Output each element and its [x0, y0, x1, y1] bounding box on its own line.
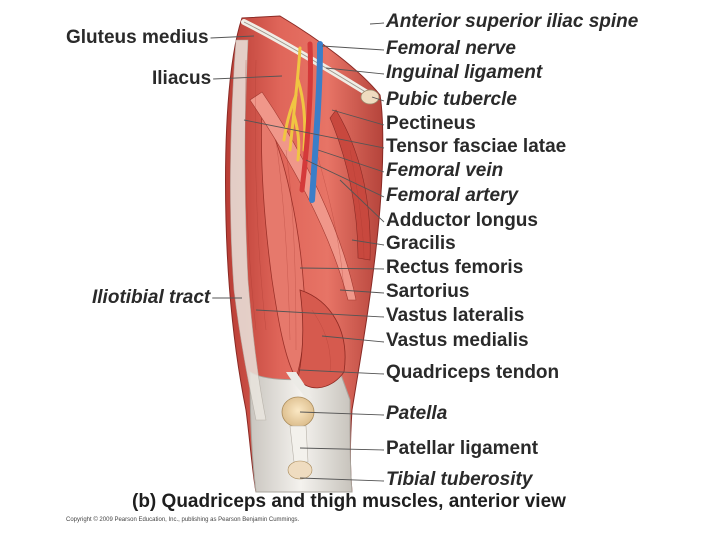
label-inguinal-ligament: Inguinal ligament	[386, 62, 543, 83]
label-adductor-longus: Adductor longus	[386, 210, 538, 231]
leader-line-rectus-femoris	[299, 267, 385, 270]
label-femoral-vein: Femoral vein	[386, 160, 504, 181]
label-pubic-tubercle: Pubic tubercle	[386, 89, 517, 110]
muscle-fibers	[245, 59, 365, 373]
femoral-vein-shape	[309, 41, 323, 203]
leader-line-sartorius	[339, 289, 385, 294]
label-gluteus-medius: Gluteus medius	[66, 27, 209, 48]
leader-line-patella	[299, 411, 385, 416]
label-rectus-femoris: Rectus femoris	[386, 257, 524, 278]
label-tibial-tuberosity: Tibial tuberosity	[386, 469, 533, 490]
adductor-shape	[329, 109, 371, 261]
sartorius-shape	[249, 91, 357, 301]
label-tensor-fasciae-latae: Tensor fasciae latae	[386, 136, 567, 157]
leader-line-gracilis	[351, 239, 385, 246]
copyright-notice: Copyright © 2009 Pearson Education, Inc.…	[66, 517, 300, 523]
leader-line-inguinal-ligament	[325, 67, 385, 75]
leader-line-anterior-superior-iliac-spine	[369, 22, 385, 25]
leader-line-iliacus	[213, 75, 283, 80]
leader-line-pubic-tubercle	[371, 96, 385, 102]
leader-line-tibial-tuberosity	[299, 477, 385, 482]
leader-line-pectineus	[331, 109, 385, 126]
leader-lines	[210, 22, 385, 482]
label-femoral-artery: Femoral artery	[386, 185, 519, 206]
leader-line-tensor-fasciae-latae	[243, 119, 385, 149]
leader-line-patellar-ligament	[299, 447, 385, 451]
leader-line-quadriceps-tendon	[299, 369, 385, 375]
label-patella: Patella	[386, 403, 448, 424]
quadriceps-tendon-shape	[286, 372, 312, 398]
leader-line-adductor-longus	[339, 179, 385, 223]
leader-line-femoral-artery	[305, 159, 385, 198]
pubic-tubercle-shape	[360, 89, 380, 105]
femoral-nerve-shape	[282, 46, 307, 162]
leader-line-vastus-medialis	[321, 335, 385, 343]
label-anterior-superior-iliac-spine: Anterior superior iliac spine	[386, 11, 639, 32]
femoral-artery-shape	[299, 41, 314, 193]
label-iliacus: Iliacus	[152, 68, 212, 89]
leader-line-gluteus-medius	[210, 35, 255, 39]
label-gracilis: Gracilis	[386, 233, 456, 254]
iliotibial-tract-shape	[230, 39, 267, 421]
label-sartorius: Sartorius	[386, 281, 470, 302]
tibial-tuberosity-shape	[287, 460, 313, 480]
label-pectineus: Pectineus	[386, 113, 476, 134]
label-femoral-nerve: Femoral nerve	[386, 38, 516, 59]
vastus-medialis-shape	[297, 289, 346, 389]
leader-line-vastus-lateralis	[255, 309, 385, 318]
label-vastus-lateralis: Vastus lateralis	[386, 305, 525, 326]
label-patellar-ligament: Patellar ligament	[386, 438, 539, 459]
leader-line-femoral-nerve	[321, 45, 385, 51]
label-vastus-medialis: Vastus medialis	[386, 330, 529, 351]
label-quadriceps-tendon: Quadriceps tendon	[386, 362, 560, 383]
leader-line-femoral-vein	[317, 149, 385, 173]
figure-caption: (b) Quadriceps and thigh muscles, anteri…	[132, 491, 566, 512]
label-iliotibial-tract: Iliotibial tract	[92, 287, 211, 308]
patellar-ligament-shape	[289, 425, 309, 463]
